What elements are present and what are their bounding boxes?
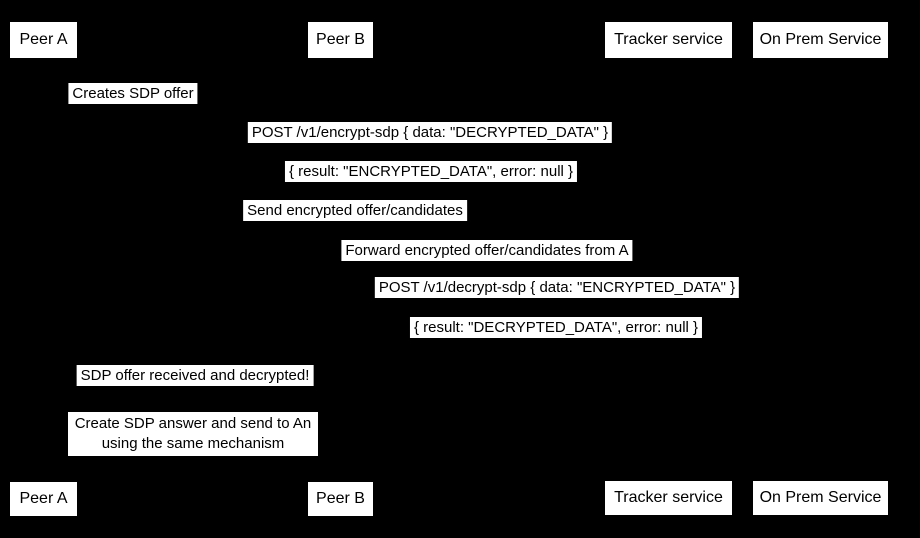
note-create-sdp-answer: Create SDP answer and send to An using t… — [68, 412, 318, 456]
actor-label: Peer B — [316, 31, 365, 48]
lifeline-tracker — [668, 58, 669, 482]
actor-bottom-tracker: Tracker service — [605, 481, 732, 515]
message-forward-encrypted: Forward encrypted offer/candidates from … — [341, 240, 633, 261]
message-offer-received: SDP offer received and decrypted! — [76, 365, 314, 386]
actor-top-onprem: On Prem Service — [753, 22, 888, 58]
actor-label: Peer B — [316, 490, 365, 507]
message-post-encrypt-sdp: POST /v1/encrypt-sdp { data: "DECRYPTED_… — [247, 122, 613, 143]
actor-bottom-peer-a: Peer A — [10, 482, 77, 516]
actor-label: Tracker service — [614, 489, 723, 506]
lifeline-peer-a — [43, 58, 44, 482]
actor-top-peer-b: Peer B — [308, 22, 373, 58]
message-encrypt-result: { result: "ENCRYPTED_DATA", error: null … — [284, 161, 578, 182]
actor-label: Tracker service — [614, 31, 723, 48]
actor-label: On Prem Service — [759, 31, 882, 48]
message-creates-sdp-offer: Creates SDP offer — [68, 83, 198, 104]
lifeline-onprem — [820, 58, 821, 482]
message-post-decrypt-sdp: POST /v1/decrypt-sdp { data: "ENCRYPTED_… — [374, 277, 740, 298]
message-send-encrypted: Send encrypted offer/candidates — [243, 200, 467, 221]
message-decrypt-result: { result: "DECRYPTED_DATA", error: null … — [409, 317, 703, 338]
actor-label: On Prem Service — [759, 489, 882, 506]
actor-top-peer-a: Peer A — [10, 22, 77, 58]
actor-bottom-peer-b: Peer B — [308, 482, 373, 516]
note-line-2: using the same mechanism — [101, 435, 285, 452]
note-line-1: Create SDP answer and send to An — [74, 415, 312, 432]
actor-bottom-onprem: On Prem Service — [753, 481, 888, 515]
actor-label: Peer A — [19, 490, 68, 507]
actor-label: Peer A — [19, 31, 68, 48]
lifeline-peer-b — [340, 58, 341, 482]
actor-top-tracker: Tracker service — [605, 22, 732, 58]
